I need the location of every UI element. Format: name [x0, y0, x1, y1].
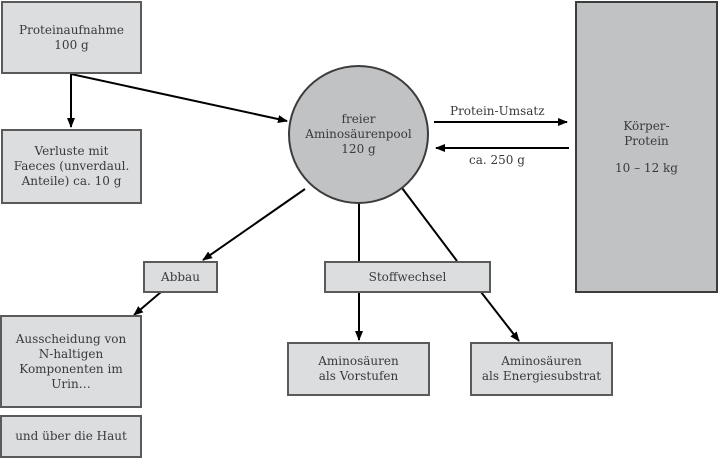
- arrow-pool-to-abbau: [202, 188, 306, 261]
- node-text-line: Abbau: [161, 269, 200, 284]
- node-text-line: Aminosäuren: [318, 354, 399, 368]
- node-text-line: 100 g: [54, 37, 89, 52]
- node-skin-excretion: und über die Haut: [0, 415, 142, 458]
- node-text-line: und über die Haut: [15, 429, 127, 443]
- node-text-line: als Energiesubstrat: [481, 369, 602, 383]
- node-text-line: freier: [341, 112, 376, 126]
- node-body-protein: Körper- Protein 10 – 12 kg: [575, 1, 718, 293]
- node-text-line: Proteinaufnahme: [19, 22, 124, 37]
- node-text-line: 10 – 12 kg: [615, 160, 678, 175]
- node-text-line: Urin…: [51, 376, 91, 391]
- node-amino-acid-pool: freier Aminosäurenpool 120 g: [288, 65, 429, 204]
- node-text-line: Faeces (unverdaul.: [13, 159, 130, 173]
- node-text-line: Aminosäuren: [501, 354, 582, 368]
- node-urinary-excretion: Ausscheidung von N-haltigen Komponenten …: [0, 315, 142, 408]
- node-text-line: Körper-: [623, 118, 670, 133]
- node-text-line: Stoffwechsel: [368, 269, 447, 284]
- arrow-stoffwechsel-to-energy: [480, 291, 520, 342]
- node-text-line: Verluste mit: [34, 144, 109, 158]
- node-text-line: als Vorstufen: [318, 369, 399, 383]
- edge-label-turnover-amount: ca. 250 g: [469, 153, 525, 167]
- node-protein-intake: Proteinaufnahme 100 g: [1, 1, 142, 74]
- node-text-line: Protein: [624, 133, 669, 148]
- node-fecal-losses: Verluste mit Faeces (unverdaul. Anteile)…: [1, 129, 142, 204]
- edge-label-protein-turnover: Protein-Umsatz: [450, 104, 545, 118]
- node-precursors: Aminosäuren als Vorstufen: [287, 342, 430, 396]
- node-text-line: N-haltigen: [38, 346, 104, 361]
- arrow-intake-to-pool: [70, 73, 288, 123]
- node-text-line: Komponenten im: [19, 361, 123, 376]
- arrow-abbau-to-excretion: [133, 291, 162, 316]
- node-text-line: 120 g: [341, 142, 376, 156]
- node-stoffwechsel: Stoffwechsel: [324, 261, 491, 293]
- node-energy-substrate: Aminosäuren als Energiesubstrat: [470, 342, 613, 396]
- node-text-line: Anteile) ca. 10 g: [21, 174, 122, 188]
- line-pool-to-stoffwechsel-right: [401, 187, 458, 262]
- node-text-line: Ausscheidung von: [15, 331, 127, 346]
- node-abbau: Abbau: [143, 261, 218, 293]
- node-text-line: Aminosäurenpool: [305, 127, 412, 141]
